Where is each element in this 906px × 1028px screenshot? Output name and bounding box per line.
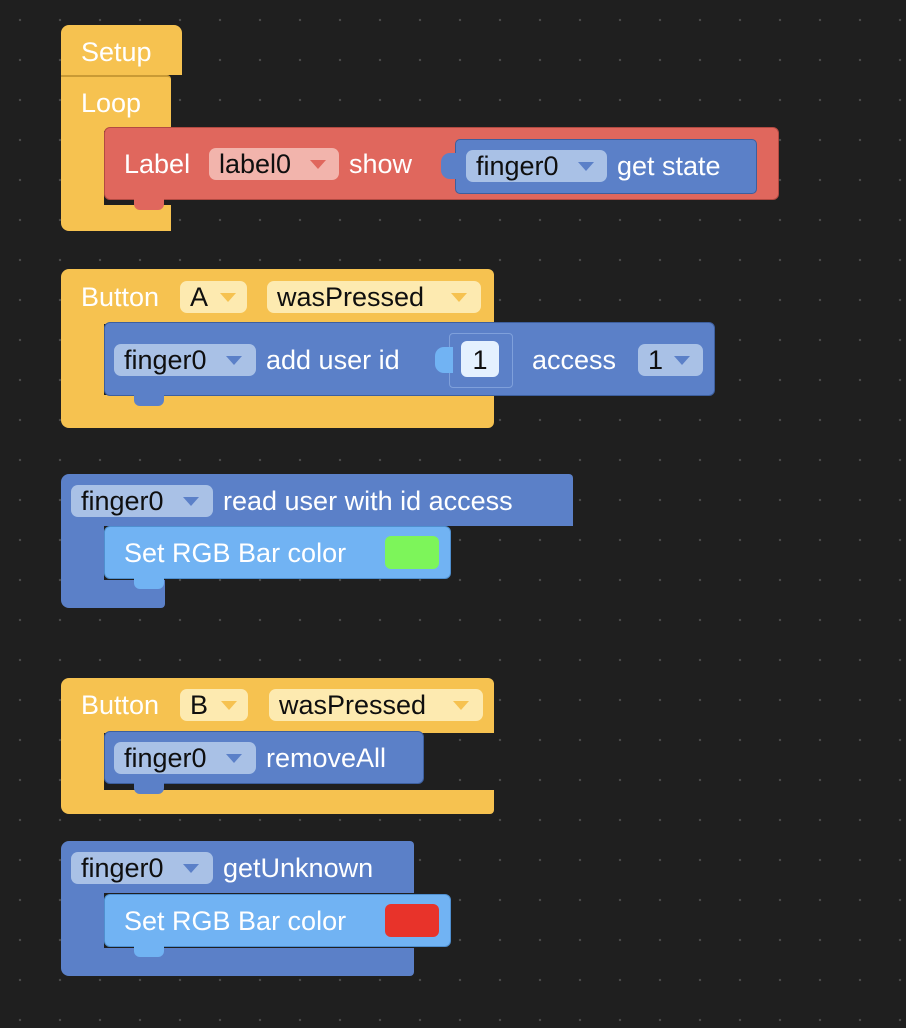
- get-unknown-footer: [61, 948, 414, 976]
- get-state-connector: [441, 153, 459, 179]
- access-select-value: 1: [648, 345, 664, 375]
- button-a-prefix: Button: [81, 282, 160, 312]
- button-select-value: B: [190, 690, 209, 720]
- button-select-dropdown[interactable]: B: [180, 689, 248, 721]
- loop-label: Loop: [81, 88, 142, 118]
- finger-select-dropdown[interactable]: finger0: [466, 150, 607, 182]
- finger-select-dropdown[interactable]: finger0: [114, 742, 256, 774]
- event-select-dropdown[interactable]: wasPressed: [267, 281, 481, 313]
- id-number-value: 1: [472, 345, 488, 375]
- chevron-down-icon: [674, 356, 690, 365]
- chevron-down-icon: [451, 293, 467, 302]
- get-unknown-arm: [61, 889, 104, 955]
- chevron-down-icon: [226, 754, 242, 763]
- get-unknown-label: getUnknown: [223, 853, 374, 883]
- finger-select-dropdown[interactable]: finger0: [71, 485, 213, 517]
- add-user-notch: [134, 394, 164, 406]
- finger-select-value: finger0: [476, 151, 559, 181]
- remove-all-notch: [134, 782, 164, 794]
- show-label: show: [349, 149, 413, 179]
- label-prefix: Label: [124, 149, 191, 179]
- finger-select-value: finger0: [124, 345, 207, 375]
- chevron-down-icon: [220, 293, 236, 302]
- id-number-input[interactable]: 1: [461, 341, 499, 377]
- remove-all-label: removeAll: [266, 743, 387, 773]
- read-user-arm: [61, 522, 104, 588]
- chevron-down-icon: [310, 160, 326, 169]
- id-number-connector: [435, 347, 453, 373]
- set-rgb-notch: [134, 945, 164, 957]
- loop-block-header[interactable]: [61, 75, 171, 131]
- finger-select-dropdown[interactable]: finger0: [114, 344, 256, 376]
- set-rgb-label: Set RGB Bar color: [124, 906, 347, 936]
- event-select-value: wasPressed: [277, 282, 425, 312]
- finger-select-value: finger0: [124, 743, 207, 773]
- button-a-arm: [61, 320, 104, 400]
- access-label: access: [532, 345, 617, 375]
- chevron-down-icon: [578, 162, 594, 171]
- chevron-down-icon: [183, 864, 199, 873]
- add-user-label: add user id: [266, 345, 400, 375]
- label-select-value: label0: [219, 149, 292, 179]
- loop-block-arm: [61, 130, 104, 210]
- label-block-notch: [134, 198, 164, 210]
- button-b-footer: [61, 790, 494, 814]
- set-rgb-label: Set RGB Bar color: [124, 538, 347, 568]
- get-state-label: get state: [617, 151, 721, 181]
- event-select-value: wasPressed: [279, 690, 427, 720]
- setup-block-header[interactable]: [61, 25, 182, 75]
- set-rgb-notch: [134, 577, 164, 589]
- button-b-arm: [61, 730, 104, 796]
- button-select-value: A: [190, 282, 209, 312]
- button-a-footer: [61, 395, 494, 428]
- read-user-label: read user with id access: [223, 486, 513, 516]
- button-b-prefix: Button: [81, 690, 160, 720]
- button-select-dropdown[interactable]: A: [180, 281, 247, 313]
- rgb-color-swatch[interactable]: [385, 536, 439, 569]
- finger-select-dropdown[interactable]: finger0: [71, 852, 213, 884]
- chevron-down-icon: [221, 701, 237, 710]
- add-user-block[interactable]: [104, 322, 715, 396]
- event-select-dropdown[interactable]: wasPressed: [269, 689, 483, 721]
- chevron-down-icon: [226, 356, 242, 365]
- rgb-color-swatch[interactable]: [385, 904, 439, 937]
- finger-select-value: finger0: [81, 853, 164, 883]
- access-select-dropdown[interactable]: 1: [638, 344, 703, 376]
- setup-label: Setup: [81, 37, 152, 67]
- finger-select-value: finger0: [81, 486, 164, 516]
- chevron-down-icon: [453, 701, 469, 710]
- chevron-down-icon: [183, 497, 199, 506]
- label-select-dropdown[interactable]: label0: [209, 148, 339, 180]
